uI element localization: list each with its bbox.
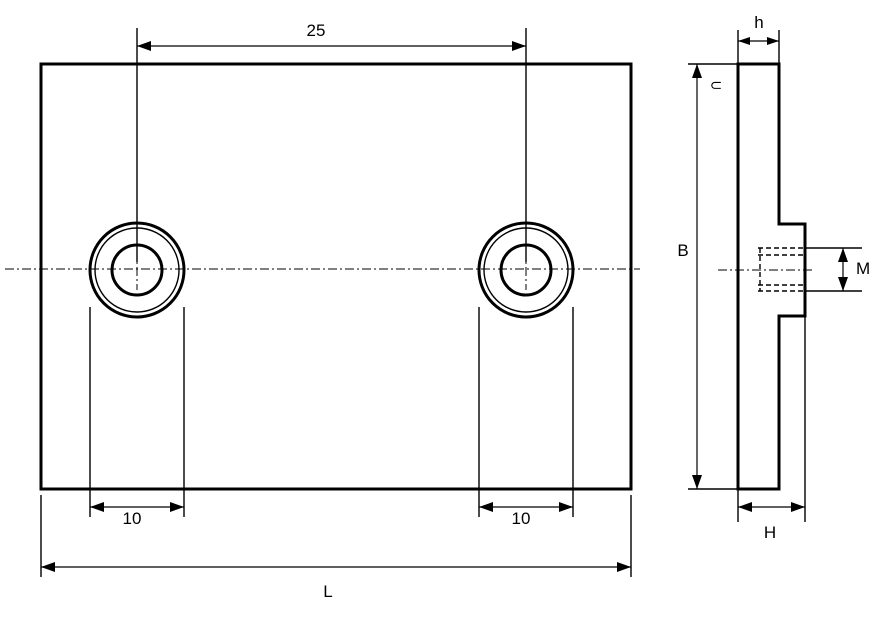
thread-label: M [856,259,870,278]
side-profile-outline [736,62,807,491]
height-label: B [677,241,688,260]
length-dimension: L [40,495,632,601]
plate-thickness-dimension: h [737,13,780,64]
surface-symbol: ⊂ [710,76,723,94]
plate-outline [39,62,633,491]
right-counterbore-dimension: 10 [478,307,574,528]
total-thickness-dimension: H [737,316,806,542]
thread-dimension: M [805,247,870,292]
plate-thickness-label: h [754,13,763,32]
length-label: L [323,582,332,601]
total-thickness-label: H [764,523,776,542]
front-view: 25 10 10 L [5,21,640,601]
right-counterbore-label: 10 [512,509,531,528]
hole-spacing-label: 25 [307,21,326,40]
left-counterbore-dimension: 10 [89,307,185,528]
side-view: M B h H ⊂ [677,13,870,542]
hole-spacing-dimension: 25 [137,21,526,51]
height-dimension: B [677,63,738,490]
left-counterbore-label: 10 [123,509,142,528]
